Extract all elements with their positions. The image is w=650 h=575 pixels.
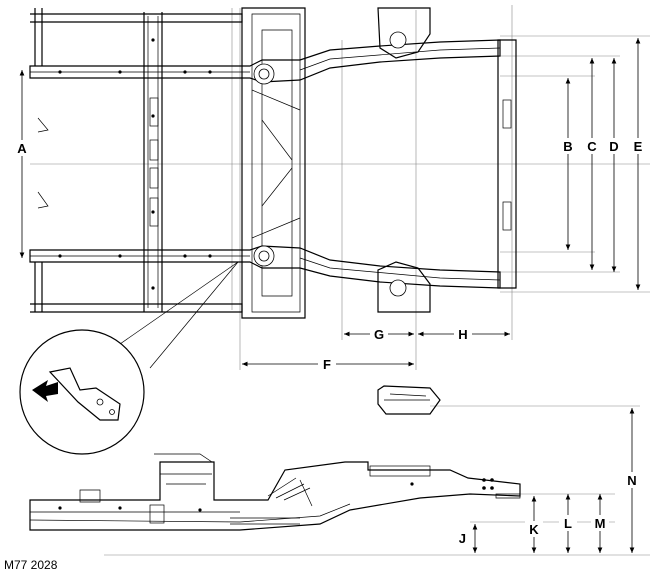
detail-bracket bbox=[48, 367, 121, 421]
detail-leader bbox=[149, 261, 239, 369]
crossmember-slot bbox=[149, 97, 159, 127]
upper-bracket bbox=[377, 385, 441, 415]
front-bumper-beam bbox=[497, 39, 517, 289]
side-rail-profile bbox=[29, 461, 521, 531]
lower-rail-flange bbox=[30, 255, 501, 281]
dimension-k-label: K bbox=[529, 522, 539, 537]
detail-circle bbox=[19, 329, 145, 455]
dimension-m-label: M bbox=[595, 516, 606, 531]
dimension-g-label: G bbox=[374, 327, 384, 342]
bumper-tip bbox=[495, 493, 521, 499]
front-crossmember-inner bbox=[251, 13, 301, 313]
figure-id: M77 2028 bbox=[4, 558, 58, 572]
dimension-j-label: J bbox=[459, 531, 466, 546]
dimension-lines bbox=[19, 38, 641, 553]
crossmember-1-inner bbox=[147, 16, 159, 308]
bumper-slot bbox=[502, 201, 512, 231]
side-view bbox=[29, 385, 650, 556]
dimension-a-label: A bbox=[17, 141, 27, 156]
detail-bracket-hole bbox=[109, 409, 115, 415]
mount-block bbox=[149, 504, 165, 524]
rear-crossmember bbox=[34, 8, 43, 312]
dimension-e-label: E bbox=[634, 139, 643, 154]
upper-rail-flange bbox=[30, 47, 501, 73]
front-crossmember bbox=[241, 7, 306, 319]
bumper-slot bbox=[502, 99, 512, 129]
lower-spring-tower bbox=[377, 261, 431, 313]
arrow-icon bbox=[32, 380, 58, 402]
crossmember-slot bbox=[149, 197, 159, 227]
dimension-f-label: F bbox=[323, 357, 331, 372]
body-mount-marker bbox=[37, 117, 49, 209]
side-rail-flange bbox=[29, 503, 351, 523]
top-view bbox=[29, 5, 650, 370]
crossmember-slot bbox=[149, 139, 159, 161]
lower-links bbox=[230, 517, 300, 525]
dimension-n-label: N bbox=[627, 473, 636, 488]
detail-bracket-hole bbox=[96, 398, 104, 406]
rail-holes bbox=[58, 38, 212, 290]
front-crossmember-bracing bbox=[267, 477, 313, 507]
dimension-d-label: D bbox=[609, 139, 618, 154]
upper-spring-tower bbox=[377, 7, 431, 59]
crossmember-bracket bbox=[154, 453, 213, 485]
detail-inset bbox=[19, 329, 145, 455]
dimension-l-label: L bbox=[564, 516, 572, 531]
suspension-mount-bore bbox=[258, 68, 270, 80]
mount-bracket bbox=[79, 489, 101, 503]
detail-leader bbox=[119, 261, 239, 345]
dimension-c-label: C bbox=[587, 139, 597, 154]
dimension-labels: A B C D E G H F J K L M N bbox=[13, 138, 647, 546]
front-crossmember-bracing bbox=[251, 89, 301, 239]
crossmember-1 bbox=[143, 12, 163, 312]
dimension-h-label: H bbox=[458, 327, 467, 342]
lower-tower-hole bbox=[389, 279, 407, 297]
crossmember-slot bbox=[149, 167, 159, 189]
top-plate bbox=[369, 465, 431, 477]
dimension-b-label: B bbox=[563, 139, 572, 154]
lower-frame-edge bbox=[30, 303, 243, 313]
upper-frame-edge bbox=[30, 13, 243, 23]
upper-tower-hole bbox=[389, 31, 407, 49]
suspension-mount-bore bbox=[258, 250, 270, 262]
side-rail-holes bbox=[58, 478, 494, 512]
upper-bracket-detail bbox=[384, 393, 430, 401]
